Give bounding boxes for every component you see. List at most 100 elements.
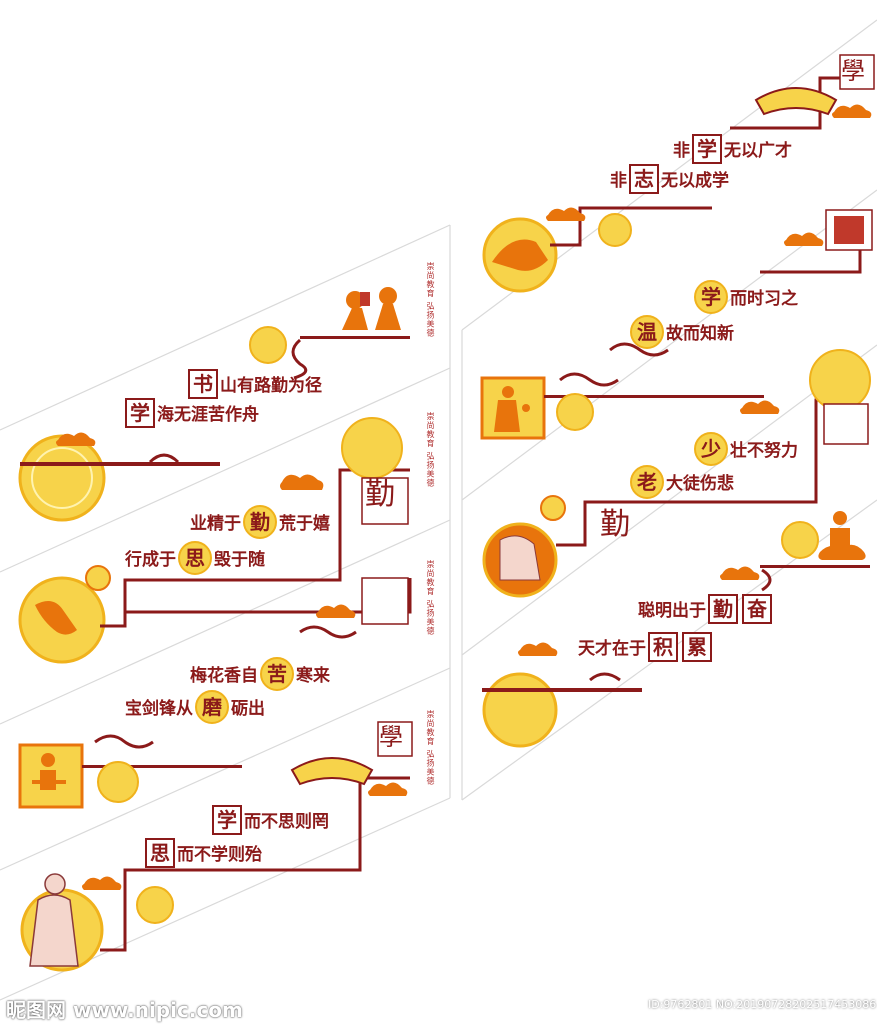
couplet-line: 非学无以广才 — [673, 134, 792, 164]
couplet-text: 聪明出于 — [638, 601, 706, 621]
cloud-icon — [720, 566, 760, 580]
couplet-line: 学海无涯苦作舟 — [123, 398, 259, 428]
confucius-icon — [29, 873, 79, 967]
highlight-char: 磨 — [195, 690, 229, 724]
band-line — [461, 344, 877, 656]
couplet-text: 荒于嬉 — [279, 514, 330, 534]
highlight-char: 学 — [125, 398, 155, 428]
couplet-text: 而时习之 — [730, 289, 798, 309]
band-line — [0, 667, 451, 871]
panel-5-decor — [482, 54, 875, 293]
highlight-char: 学 — [692, 134, 722, 164]
couplet-text: 非 — [673, 141, 690, 161]
highlight-char: 老 — [630, 465, 664, 499]
couplet-text: 非 — [610, 171, 627, 191]
couplet-line: 宝剑锋从磨砺出 — [125, 690, 265, 724]
scholar-writing-icon — [35, 601, 77, 635]
stamp-qin: 勤 — [600, 507, 630, 542]
band-line — [0, 367, 451, 573]
panel-1-decor — [18, 287, 410, 522]
couplet-text: 毁于随 — [214, 550, 265, 570]
medallion-icon — [249, 326, 287, 364]
couplet-line: 梅花香自苦寒来 — [190, 657, 330, 691]
couplet-text: 砺出 — [231, 699, 265, 719]
couplet-text: 而不学则殆 — [177, 845, 262, 865]
couplet-text: 天才在于 — [578, 639, 646, 659]
highlight-char: 少 — [694, 432, 728, 466]
highlight-char: 积 — [648, 632, 678, 662]
couplet-text: 无以广才 — [724, 141, 792, 161]
medallion-icon — [85, 565, 111, 591]
couplet-line: 聪明出于勤奋 — [638, 594, 774, 624]
couplet-text: 梅花香自 — [190, 666, 258, 686]
stamp-xue: 學 — [841, 57, 865, 85]
medallion-icon — [341, 417, 403, 479]
couplet-line: 书山有路勤为径 — [186, 369, 322, 399]
vertical-motto: 崇尚教育 弘扬美德 — [426, 710, 435, 786]
couplet-line: 非志无以成学 — [610, 164, 729, 194]
couplet-text: 行成于 — [125, 550, 176, 570]
panel-8-decor — [482, 511, 870, 748]
medallion-icon — [781, 521, 819, 559]
panel-7-decor — [482, 349, 871, 598]
highlight-char: 思 — [178, 541, 212, 575]
cloud-icon — [740, 400, 780, 414]
couplet-text: 故而知新 — [666, 324, 734, 344]
panel-3-decor — [18, 577, 412, 809]
couplet-line: 温故而知新 — [628, 315, 734, 349]
medallion-icon — [540, 495, 566, 521]
vertical-motto: 崇尚教育 弘扬美德 — [426, 560, 435, 636]
cloud-icon — [784, 232, 824, 246]
medallion-icon — [809, 349, 871, 411]
immortal-on-cloud-icon — [818, 511, 866, 560]
medallion-icon — [482, 672, 558, 748]
cloud-icon — [518, 642, 558, 656]
highlight-char: 学 — [212, 805, 242, 835]
watermark-id: ID:9762801 NO:20190728202517453086 — [648, 998, 877, 1011]
cloud-icon — [82, 876, 122, 890]
highlight-char: 志 — [629, 164, 659, 194]
mother-child-icon — [494, 386, 530, 432]
red-book-icon — [834, 216, 864, 244]
couplet-line: 学而不思则罔 — [210, 805, 329, 835]
highlight-char: 苦 — [260, 657, 294, 691]
couplet-text: 业精于 — [190, 514, 241, 534]
vertical-motto: 崇尚教育 弘扬美德 — [426, 262, 435, 338]
medallion-icon — [598, 213, 632, 247]
couplet-text: 山有路勤为径 — [220, 376, 322, 396]
cloud-icon — [546, 207, 586, 221]
highlight-char: 温 — [630, 315, 664, 349]
fan-icon — [754, 87, 838, 116]
panel-6-decor — [480, 209, 873, 440]
highlight-char: 勤 — [243, 505, 277, 539]
highlight-char: 累 — [682, 632, 712, 662]
band-line — [0, 519, 451, 725]
old-scholar-icon — [499, 535, 541, 581]
couplet-line: 思而不学则殆 — [143, 838, 262, 868]
couplet-line: 老大徒伤悲 — [628, 465, 734, 499]
panel-4-decor — [20, 721, 413, 972]
panel-2-decor — [18, 417, 410, 664]
highlight-char: 学 — [694, 280, 728, 314]
medallion-icon — [556, 393, 594, 431]
couplet-text: 海无涯苦作舟 — [157, 405, 259, 425]
stair-band-lines — [0, 19, 877, 1001]
couplet-line: 少壮不努力 — [692, 432, 798, 466]
couplet-line: 行成于思毁于随 — [125, 541, 265, 575]
fan-icon — [290, 757, 374, 786]
cloud-icon — [280, 474, 324, 490]
cloud-icon — [832, 104, 872, 118]
watermark-site: 昵图网 www.nipic.com — [6, 998, 243, 1022]
vertical-motto: 崇尚教育 弘扬美德 — [426, 412, 435, 488]
student-desk-icon — [32, 753, 66, 790]
couplet-text: 寒来 — [296, 666, 330, 686]
cloud-icon — [56, 432, 96, 446]
couplet-text: 大徒伤悲 — [666, 474, 734, 494]
couplet-text: 宝剑锋从 — [125, 699, 193, 719]
couplet-text: 无以成学 — [661, 171, 729, 191]
couplet-text: 而不思则罔 — [244, 812, 329, 832]
highlight-char: 书 — [188, 369, 218, 399]
highlight-char: 奋 — [742, 594, 772, 624]
stamp-qin: 勤 — [365, 477, 395, 512]
